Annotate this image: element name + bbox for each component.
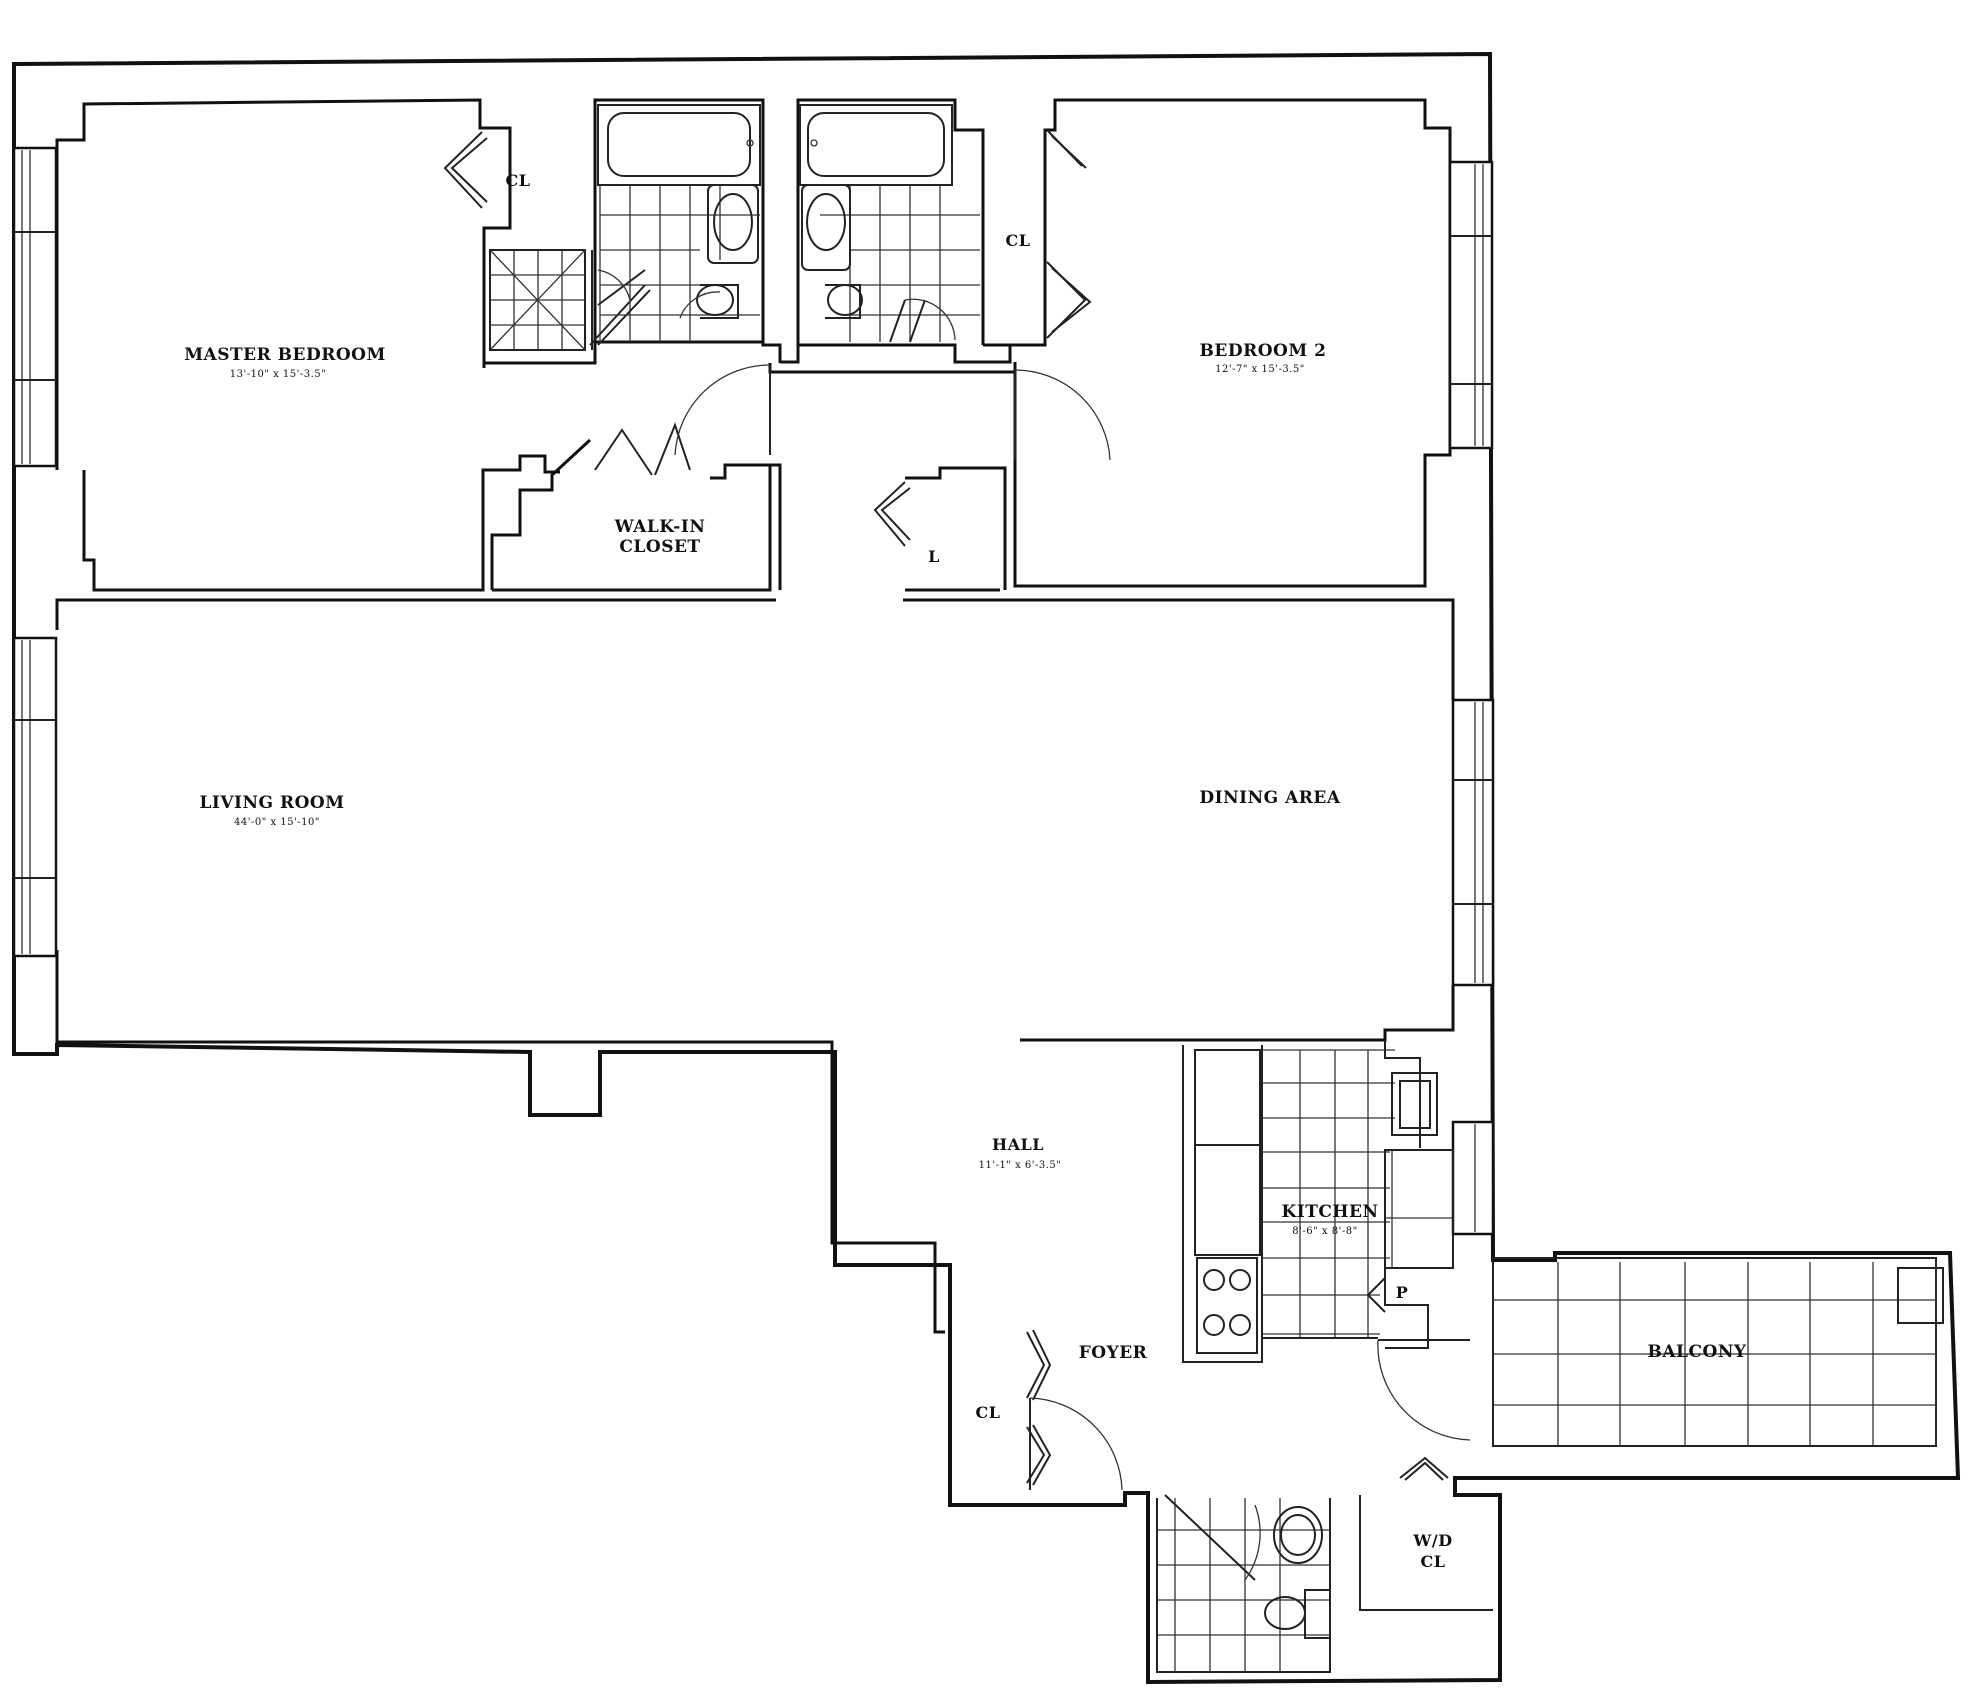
hall-dims: 11'-1" x 6'-3.5" bbox=[979, 1160, 1062, 1171]
bedroom-walls bbox=[55, 98, 1452, 592]
exterior-walls bbox=[12, 51, 1961, 1685]
room-labels: MASTER BEDROOM 13'-10" x 15'-3.5" BEDROO… bbox=[184, 171, 1746, 1571]
wd-closet-line1: W/D bbox=[1412, 1531, 1452, 1550]
master-bath-fixtures bbox=[489, 104, 761, 351]
swing-doors bbox=[597, 269, 1471, 1491]
living-room-dims: 44'-0" x 15'-10" bbox=[234, 817, 320, 828]
hall-name: HALL bbox=[992, 1135, 1044, 1154]
balcony-name: BALCONY bbox=[1647, 1342, 1746, 1362]
kitchen-dims: 8'-6" x 8'-8" bbox=[1292, 1226, 1357, 1237]
second-bath-fixtures bbox=[799, 104, 980, 343]
master-closet-label: CL bbox=[506, 171, 531, 190]
dining-area-name: DINING AREA bbox=[1199, 788, 1340, 808]
powder-room bbox=[1156, 1494, 1493, 1673]
kitchen-fixtures bbox=[1182, 1040, 1454, 1363]
bedroom2-name: BEDROOM 2 bbox=[1200, 341, 1327, 361]
linen-closet-label: L bbox=[928, 547, 940, 566]
walk-in-closet-line1: WALK-IN bbox=[614, 517, 706, 537]
windows bbox=[12, 146, 1495, 1236]
balcony-grid bbox=[1492, 1257, 1944, 1447]
kitchen-name: KITCHEN bbox=[1282, 1202, 1379, 1222]
master-bedroom-name: MASTER BEDROOM bbox=[184, 345, 386, 365]
foyer-closet-label: CL bbox=[976, 1403, 1001, 1422]
pantry-label: P bbox=[1396, 1283, 1409, 1302]
master-bedroom-dims: 13'-10" x 15'-3.5" bbox=[230, 369, 327, 380]
living-walls bbox=[55, 598, 1455, 1334]
living-room-name: LIVING ROOM bbox=[199, 793, 344, 813]
bedroom2-dims: 12'-7" x 15'-3.5" bbox=[1215, 364, 1305, 375]
wd-closet-line2: CL bbox=[1421, 1552, 1446, 1571]
closet-doors bbox=[443, 129, 1449, 1486]
bedroom2-closet-label: CL bbox=[1006, 231, 1031, 250]
foyer-name: FOYER bbox=[1079, 1343, 1148, 1363]
walk-in-closet-line2: CLOSET bbox=[619, 537, 700, 557]
